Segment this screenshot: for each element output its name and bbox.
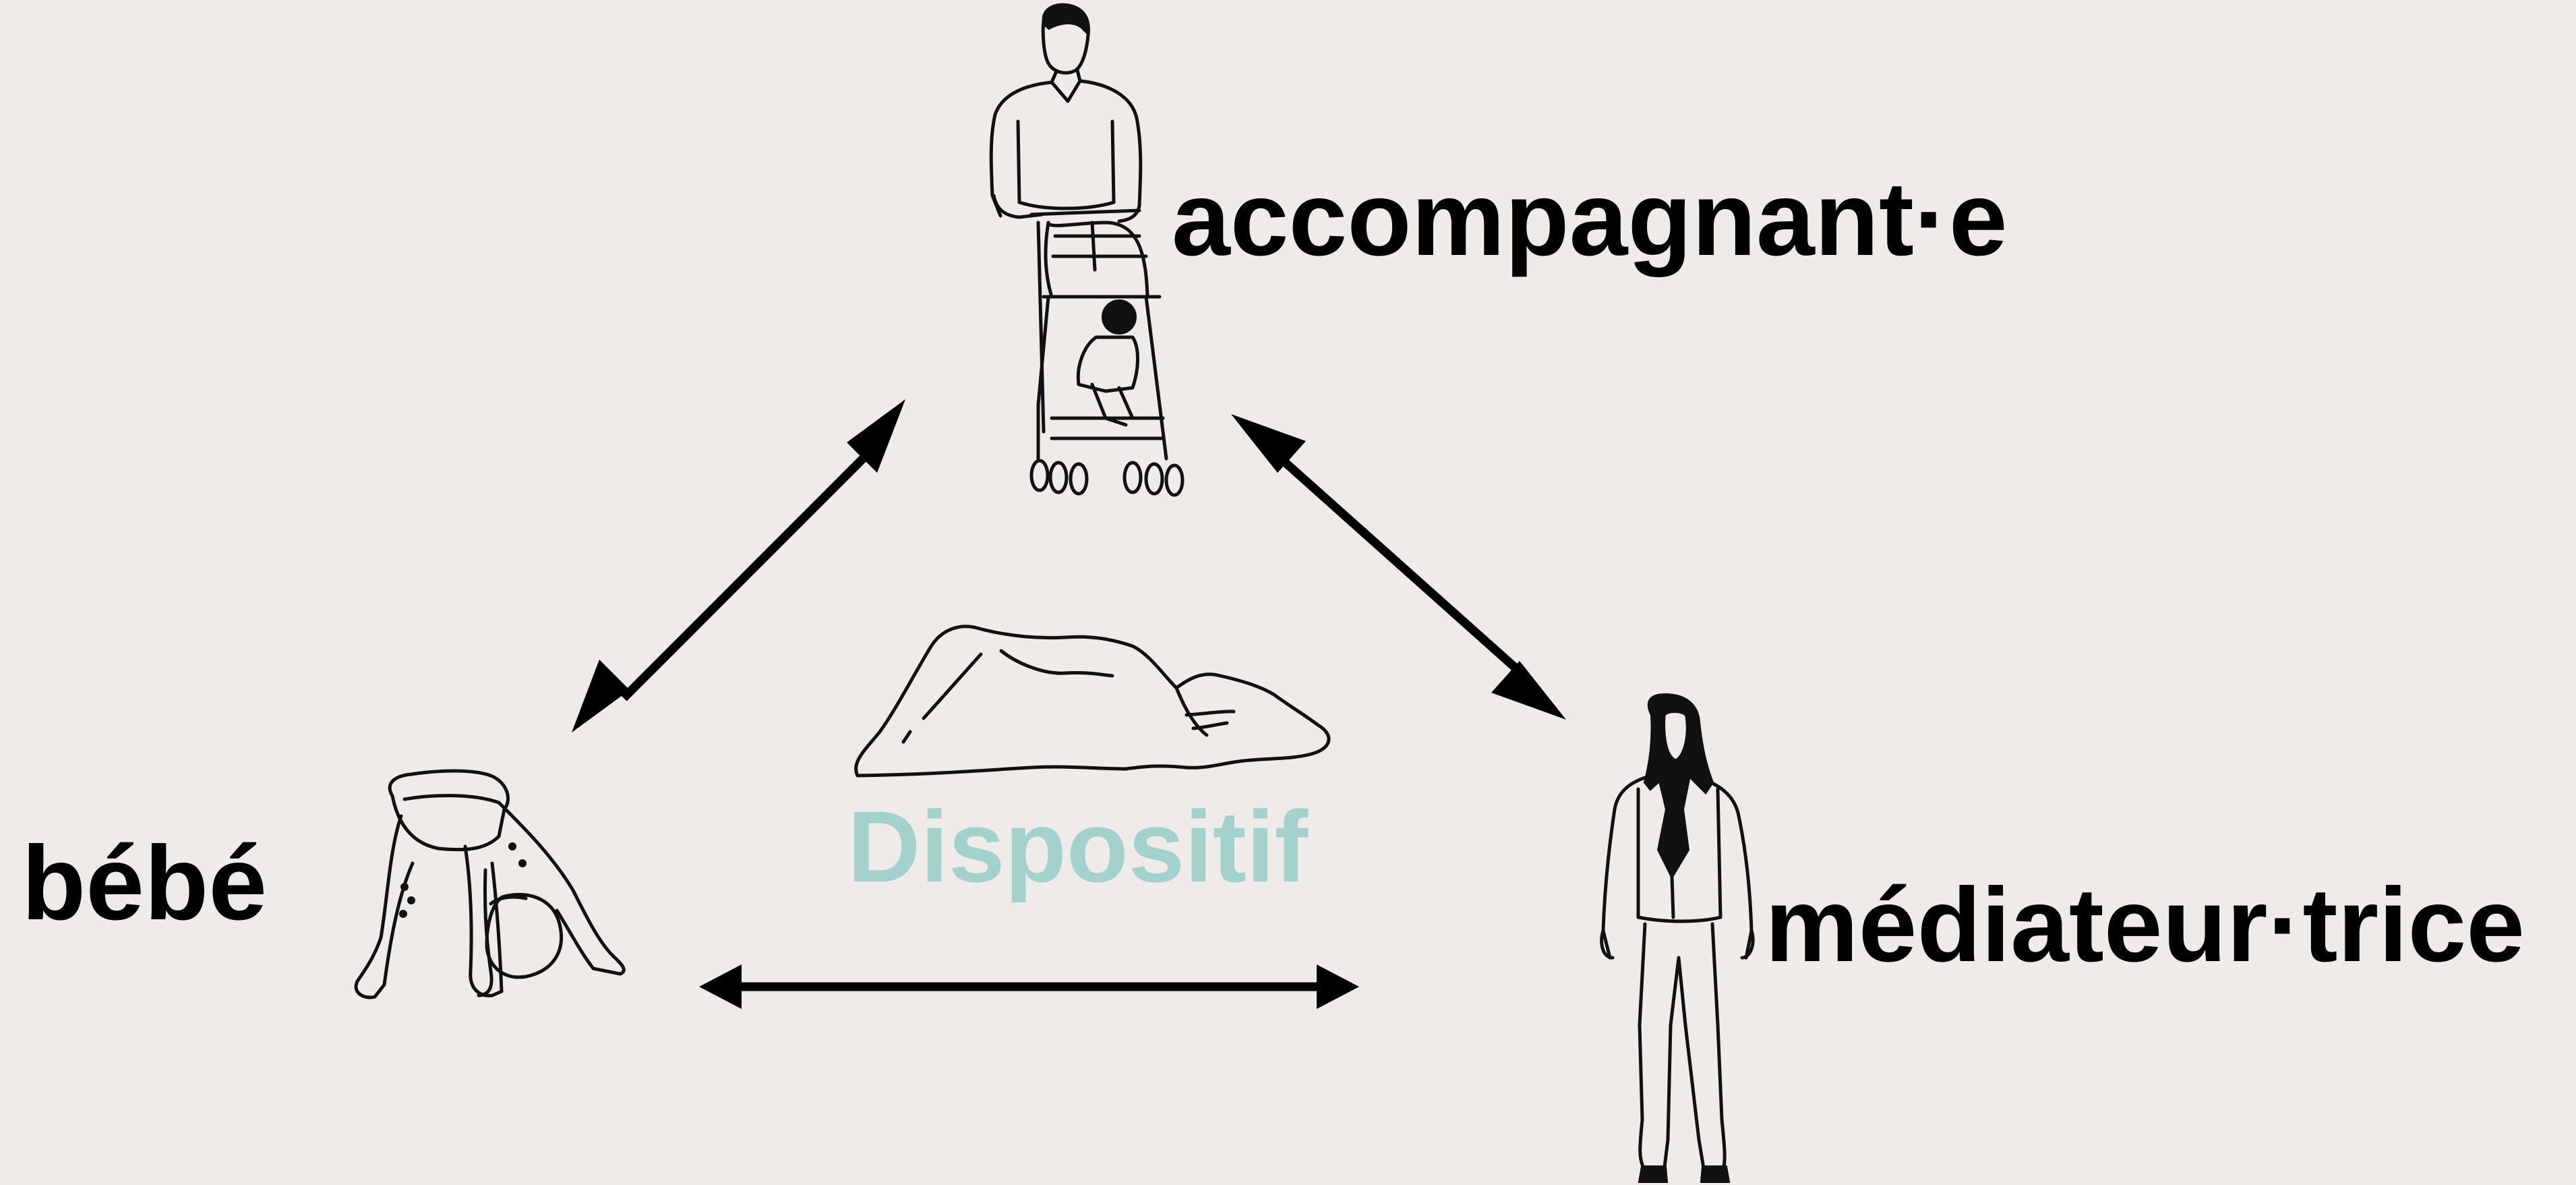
label-bebe: bébé xyxy=(22,825,267,942)
arrow-accompagnant-mediateur xyxy=(1231,414,1566,720)
standing-woman-icon xyxy=(1600,693,1755,1183)
arrow-bebe-accompagnant xyxy=(572,399,905,732)
mound-icon xyxy=(854,625,1331,778)
crawling-baby-icon xyxy=(354,769,626,1000)
adult-with-stroller-icon xyxy=(989,3,1185,497)
label-accompagnant: accompagnant·e xyxy=(1172,161,2008,278)
stroller-wheels xyxy=(1029,459,1185,497)
label-mediateur: médiateur·trice xyxy=(1765,867,2525,984)
arrow-bebe-mediateur xyxy=(699,964,1359,1009)
label-dispositif: Dispositif xyxy=(847,790,1309,903)
